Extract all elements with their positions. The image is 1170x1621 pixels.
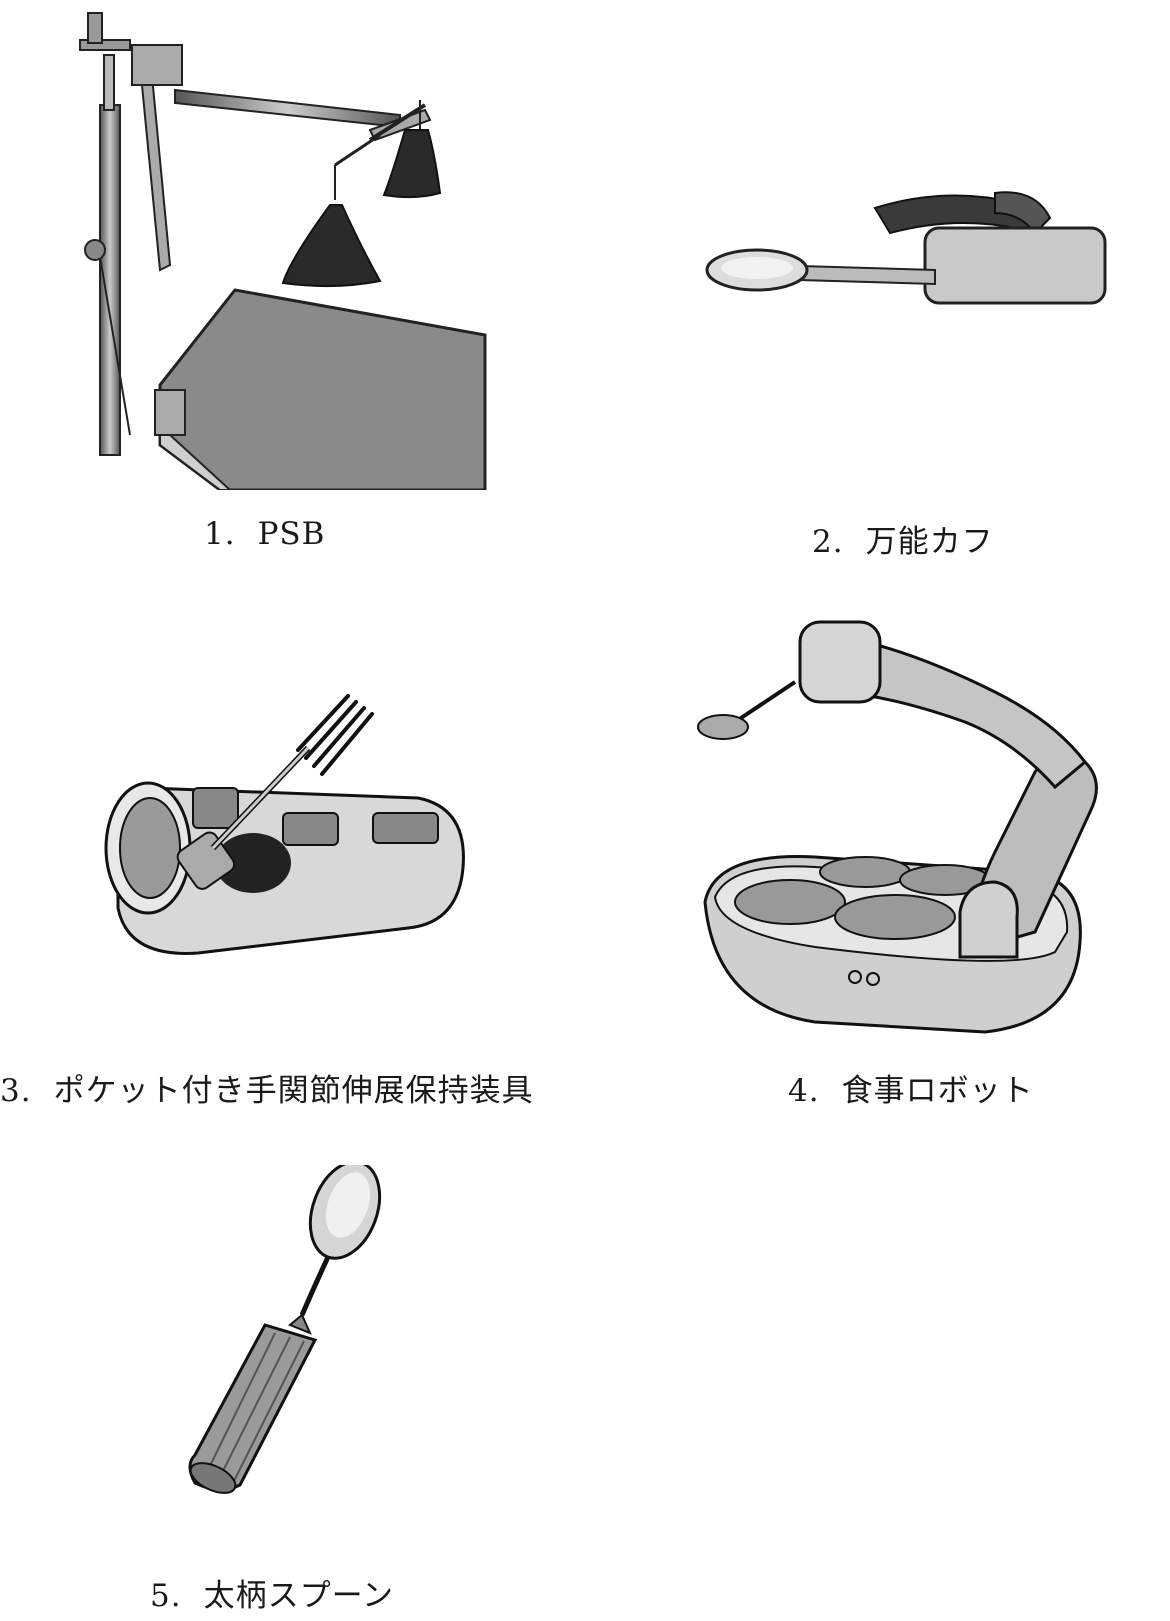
thick-handle-spoon-illustration — [180, 1165, 390, 1505]
item-5-caption: 5. 太柄スプーン — [150, 1570, 394, 1615]
item-1-caption: 1. PSB — [204, 516, 325, 552]
item-3-label: ポケット付き手関節伸展保持装具 — [53, 1073, 534, 1109]
item-1-number: 1. — [204, 516, 236, 552]
item-3-number: 3. — [0, 1073, 32, 1109]
item-4-caption: 4. 食事ロボット — [788, 1065, 1034, 1110]
wrist-orthosis-illustration — [88, 688, 478, 963]
item-1-label: PSB — [257, 516, 326, 552]
universal-cuff-illustration — [705, 188, 1115, 328]
meal-robot-illustration — [695, 612, 1135, 1042]
item-2-caption: 2. 万能カフ — [812, 516, 994, 561]
item-4-label: 食事ロボット — [841, 1073, 1034, 1109]
psb-illustration — [70, 5, 490, 490]
item-5-number: 5. — [150, 1578, 182, 1614]
item-5-label: 太柄スプーン — [203, 1578, 395, 1614]
item-4-number: 4. — [788, 1073, 820, 1109]
item-2-label: 万能カフ — [865, 524, 994, 560]
item-3-caption: 3. ポケット付き手関節伸展保持装具 — [0, 1065, 534, 1110]
item-2-number: 2. — [812, 524, 844, 560]
